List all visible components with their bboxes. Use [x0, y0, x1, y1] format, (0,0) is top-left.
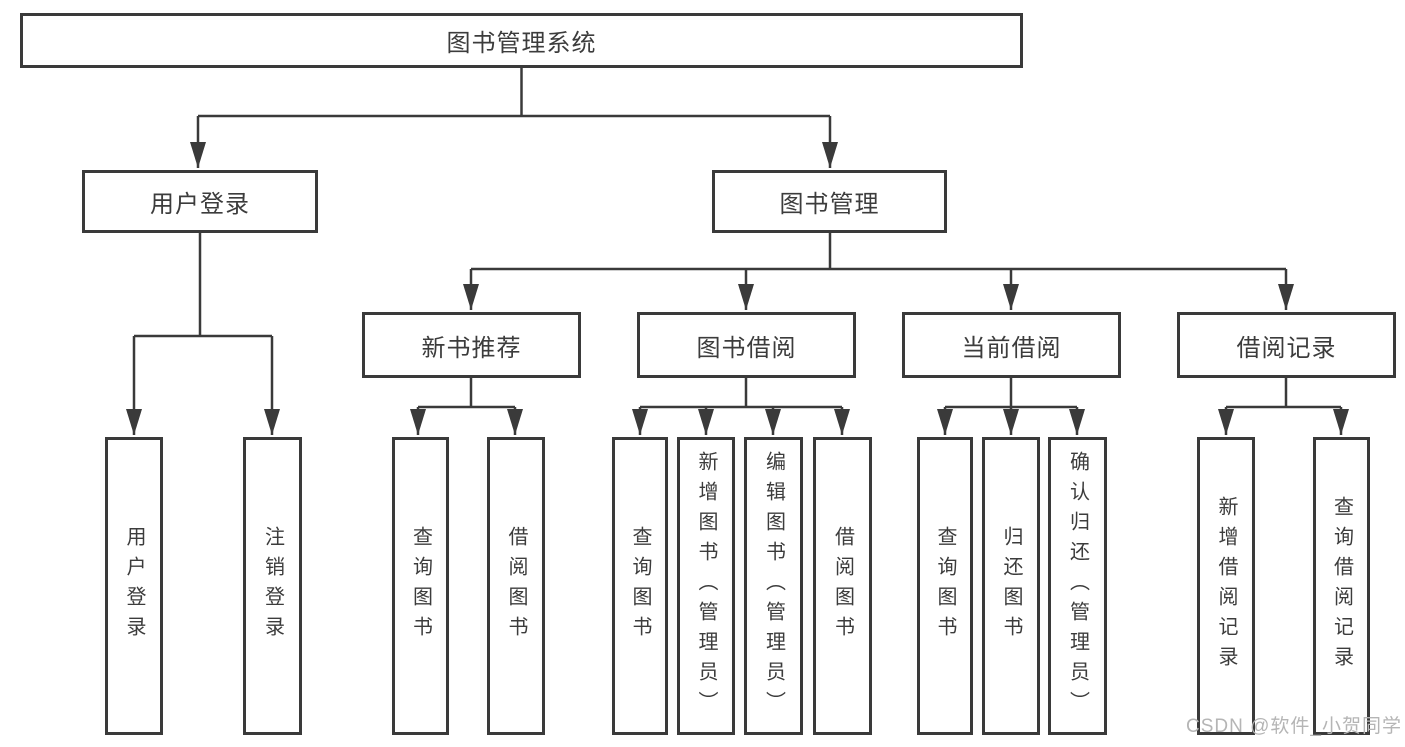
node-current-borrow: 当前借阅	[902, 312, 1121, 378]
node-borrow-records-label: 借阅记录	[1236, 334, 1337, 362]
leaf-borrow-books-recommend-label: 借阅图书	[505, 526, 527, 646]
node-library-system: 图书管理系统	[20, 13, 1023, 68]
leaf-borrow-books-label: 借阅图书	[831, 526, 854, 646]
csdn-watermark: CSDN @软件_小贺同学	[1186, 716, 1402, 737]
leaf-borrow-books: 借阅图书	[813, 437, 872, 735]
leaf-borrow-books-recommend: 借阅图书	[487, 437, 545, 735]
leaf-query-books-borrow-label: 查询图书	[629, 526, 651, 646]
node-user-login: 用户登录	[82, 170, 318, 233]
leaf-logout-login: 注销登录	[243, 437, 302, 735]
leaf-add-borrow-record: 新增借阅记录	[1197, 437, 1255, 735]
leaf-query-borrow-record: 查询借阅记录	[1313, 437, 1370, 735]
leaf-logout-login-label: 注销登录	[261, 526, 284, 646]
node-library-system-label: 图书管理系统	[446, 30, 597, 57]
node-book-borrow-label: 图书借阅	[696, 334, 797, 362]
leaf-query-books-recommend-label: 查询图书	[409, 526, 432, 646]
node-borrow-records: 借阅记录	[1177, 312, 1396, 378]
leaf-confirm-return-admin: 确认归还（管理员）	[1048, 437, 1107, 735]
node-current-borrow-label: 当前借阅	[961, 334, 1062, 362]
leaf-user-login-label: 用户登录	[123, 526, 145, 646]
leaf-add-books-admin-label: 新增图书（管理员）	[695, 451, 717, 721]
leaf-add-books-admin: 新增图书（管理员）	[677, 437, 735, 735]
node-book-borrow: 图书借阅	[637, 312, 856, 378]
leaf-return-books: 归还图书	[982, 437, 1040, 735]
leaf-add-borrow-record-label: 新增借阅记录	[1215, 496, 1237, 676]
leaf-return-books-label: 归还图书	[1000, 526, 1022, 646]
leaf-query-books-current-label: 查询图书	[934, 526, 956, 646]
leaf-edit-books-admin: 编辑图书（管理员）	[744, 437, 803, 735]
node-user-login-label: 用户登录	[150, 191, 250, 218]
leaf-query-books-recommend: 查询图书	[392, 437, 449, 735]
node-book-management: 图书管理	[712, 170, 947, 233]
leaf-confirm-return-admin-label: 确认归还（管理员）	[1066, 451, 1089, 721]
leaf-query-books-current: 查询图书	[917, 437, 973, 735]
leaf-query-borrow-record-label: 查询借阅记录	[1330, 496, 1353, 676]
leaf-query-books-borrow: 查询图书	[612, 437, 668, 735]
node-new-book-recommend: 新书推荐	[362, 312, 581, 378]
node-book-management-label: 图书管理	[779, 191, 880, 218]
leaf-user-login: 用户登录	[105, 437, 163, 735]
leaf-edit-books-admin-label: 编辑图书（管理员）	[762, 451, 785, 721]
node-new-book-recommend-label: 新书推荐	[421, 334, 522, 362]
